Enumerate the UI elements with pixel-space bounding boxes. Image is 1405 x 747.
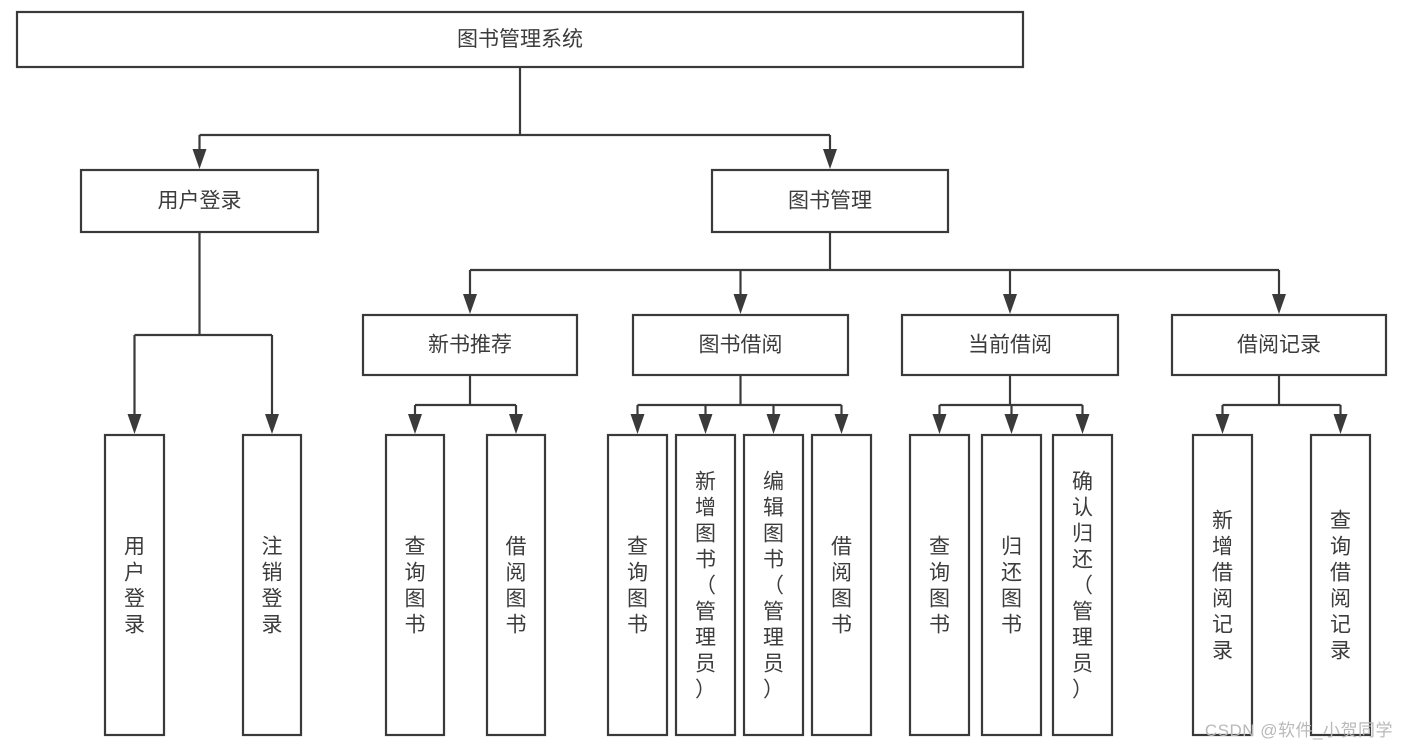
node-book-management[interactable]: 图书管理: [710, 168, 950, 234]
arrow-head-icon: [932, 414, 947, 434]
node-leaf-borrow-book[interactable]: 借阅图书: [810, 433, 873, 737]
arrow-head-icon: [192, 149, 207, 169]
node-user-login-box[interactable]: [79, 168, 320, 234]
node-leaf-return-book-box[interactable]: [980, 433, 1043, 737]
node-user-login[interactable]: 用户登录: [79, 168, 320, 234]
arrow-head-icon: [1333, 414, 1348, 434]
node-leaf-borrow-book-recommend-label: 借阅图书: [506, 535, 527, 636]
node-leaf-query-book-recommend[interactable]: 查询图书: [384, 433, 446, 737]
node-book-borrow-label: 图书借阅: [699, 334, 783, 357]
node-leaf-logout-login-box[interactable]: [241, 433, 303, 737]
node-current-borrow-box[interactable]: [900, 313, 1120, 377]
node-user-login-label: 用户登录: [158, 190, 242, 213]
node-leaf-logout-login-label: 注销登录: [262, 535, 283, 636]
node-root-root-box[interactable]: [15, 10, 1025, 69]
arrow-head-icon: [127, 414, 142, 434]
node-leaf-query-book-recommend-box[interactable]: [384, 433, 446, 737]
arrow-head-icon: [630, 414, 645, 434]
node-leaf-add-book-admin-box[interactable]: [674, 433, 737, 737]
node-leaf-query-borrow-record[interactable]: 查询借阅记录: [1309, 433, 1372, 737]
node-leaf-confirm-return-admin[interactable]: 确认归还（管理员）: [1051, 433, 1114, 737]
node-book-borrow-box[interactable]: [631, 313, 850, 377]
arrow-head-icon: [1003, 294, 1017, 314]
node-layer: 图书管理系统用户登录图书管理新书推荐图书借阅当前借阅借阅记录用户登录注销登录查询…: [15, 10, 1388, 737]
arrow-head-icon: [463, 294, 477, 314]
node-new-book-recommend-box[interactable]: [361, 313, 579, 377]
node-book-borrow[interactable]: 图书借阅: [631, 313, 850, 377]
node-leaf-add-borrow-record[interactable]: 新增借阅记录: [1191, 433, 1254, 737]
arrow-head-icon: [1004, 414, 1019, 434]
node-leaf-edit-book-admin[interactable]: 编辑图书（管理员）: [742, 433, 805, 737]
arrow-head-icon: [698, 414, 713, 434]
node-leaf-user-login-box[interactable]: [103, 433, 166, 737]
node-leaf-query-book-borrow-box[interactable]: [606, 433, 669, 737]
arrow-head-icon: [766, 414, 781, 434]
node-borrow-record-label: 借阅记录: [1237, 334, 1321, 357]
node-leaf-logout-login[interactable]: 注销登录: [241, 433, 303, 737]
arrow-head-icon: [1272, 294, 1286, 314]
node-leaf-borrow-book-box[interactable]: [810, 433, 873, 737]
arrow-head-icon: [408, 414, 422, 434]
csdn-watermark: CSDN @软件_小贺同学: [1204, 721, 1393, 740]
node-leaf-borrow-book-recommend-box[interactable]: [485, 433, 547, 737]
node-current-borrow-label: 当前借阅: [968, 334, 1052, 357]
node-book-management-box[interactable]: [710, 168, 950, 234]
node-book-management-label: 图书管理: [788, 190, 872, 213]
node-leaf-add-book-admin-label: 新增图书（管理员）: [695, 470, 716, 701]
node-root-root[interactable]: 图书管理系统: [15, 10, 1025, 69]
node-leaf-add-borrow-record-box[interactable]: [1191, 433, 1254, 737]
node-leaf-edit-book-admin-label: 编辑图书（管理员）: [763, 470, 784, 701]
node-leaf-user-login-label: 用户登录: [124, 535, 145, 636]
arrow-head-icon: [823, 149, 837, 169]
node-leaf-confirm-return-admin-box[interactable]: [1051, 433, 1114, 737]
node-leaf-query-book-current[interactable]: 查询图书: [908, 433, 971, 737]
node-leaf-query-borrow-record-box[interactable]: [1309, 433, 1372, 737]
node-leaf-add-book-admin[interactable]: 新增图书（管理员）: [674, 433, 737, 737]
node-leaf-borrow-book-label: 借阅图书: [831, 535, 852, 636]
node-leaf-borrow-book-recommend[interactable]: 借阅图书: [485, 433, 547, 737]
arrow-head-icon: [265, 414, 279, 434]
node-new-book-recommend-label: 新书推荐: [428, 334, 512, 357]
arrow-head-icon: [1075, 414, 1090, 434]
node-leaf-query-book-borrow-label: 查询图书: [627, 535, 648, 636]
node-leaf-return-book-label: 归还图书: [1001, 535, 1022, 636]
node-leaf-confirm-return-admin-label: 确认归还（管理员）: [1072, 470, 1093, 701]
node-root-root-label: 图书管理系统: [457, 28, 583, 51]
node-leaf-query-book-borrow[interactable]: 查询图书: [606, 433, 669, 737]
node-leaf-query-book-current-label: 查询图书: [929, 535, 950, 636]
node-leaf-add-borrow-record-label: 新增借阅记录: [1212, 509, 1233, 662]
node-leaf-query-book-current-box[interactable]: [908, 433, 971, 737]
connector-layer: [127, 67, 1348, 434]
node-leaf-user-login[interactable]: 用户登录: [103, 433, 166, 737]
node-current-borrow[interactable]: 当前借阅: [900, 313, 1120, 377]
arrow-head-icon: [509, 414, 523, 434]
node-leaf-edit-book-admin-box[interactable]: [742, 433, 805, 737]
node-new-book-recommend[interactable]: 新书推荐: [361, 313, 579, 377]
arrow-head-icon: [733, 294, 748, 314]
node-leaf-query-borrow-record-label: 查询借阅记录: [1330, 509, 1351, 662]
node-leaf-return-book[interactable]: 归还图书: [980, 433, 1043, 737]
node-leaf-query-book-recommend-label: 查询图书: [405, 535, 426, 636]
node-borrow-record-box[interactable]: [1170, 313, 1388, 377]
arrow-head-icon: [1215, 414, 1230, 434]
arrow-head-icon: [834, 414, 849, 434]
node-borrow-record[interactable]: 借阅记录: [1170, 313, 1388, 377]
